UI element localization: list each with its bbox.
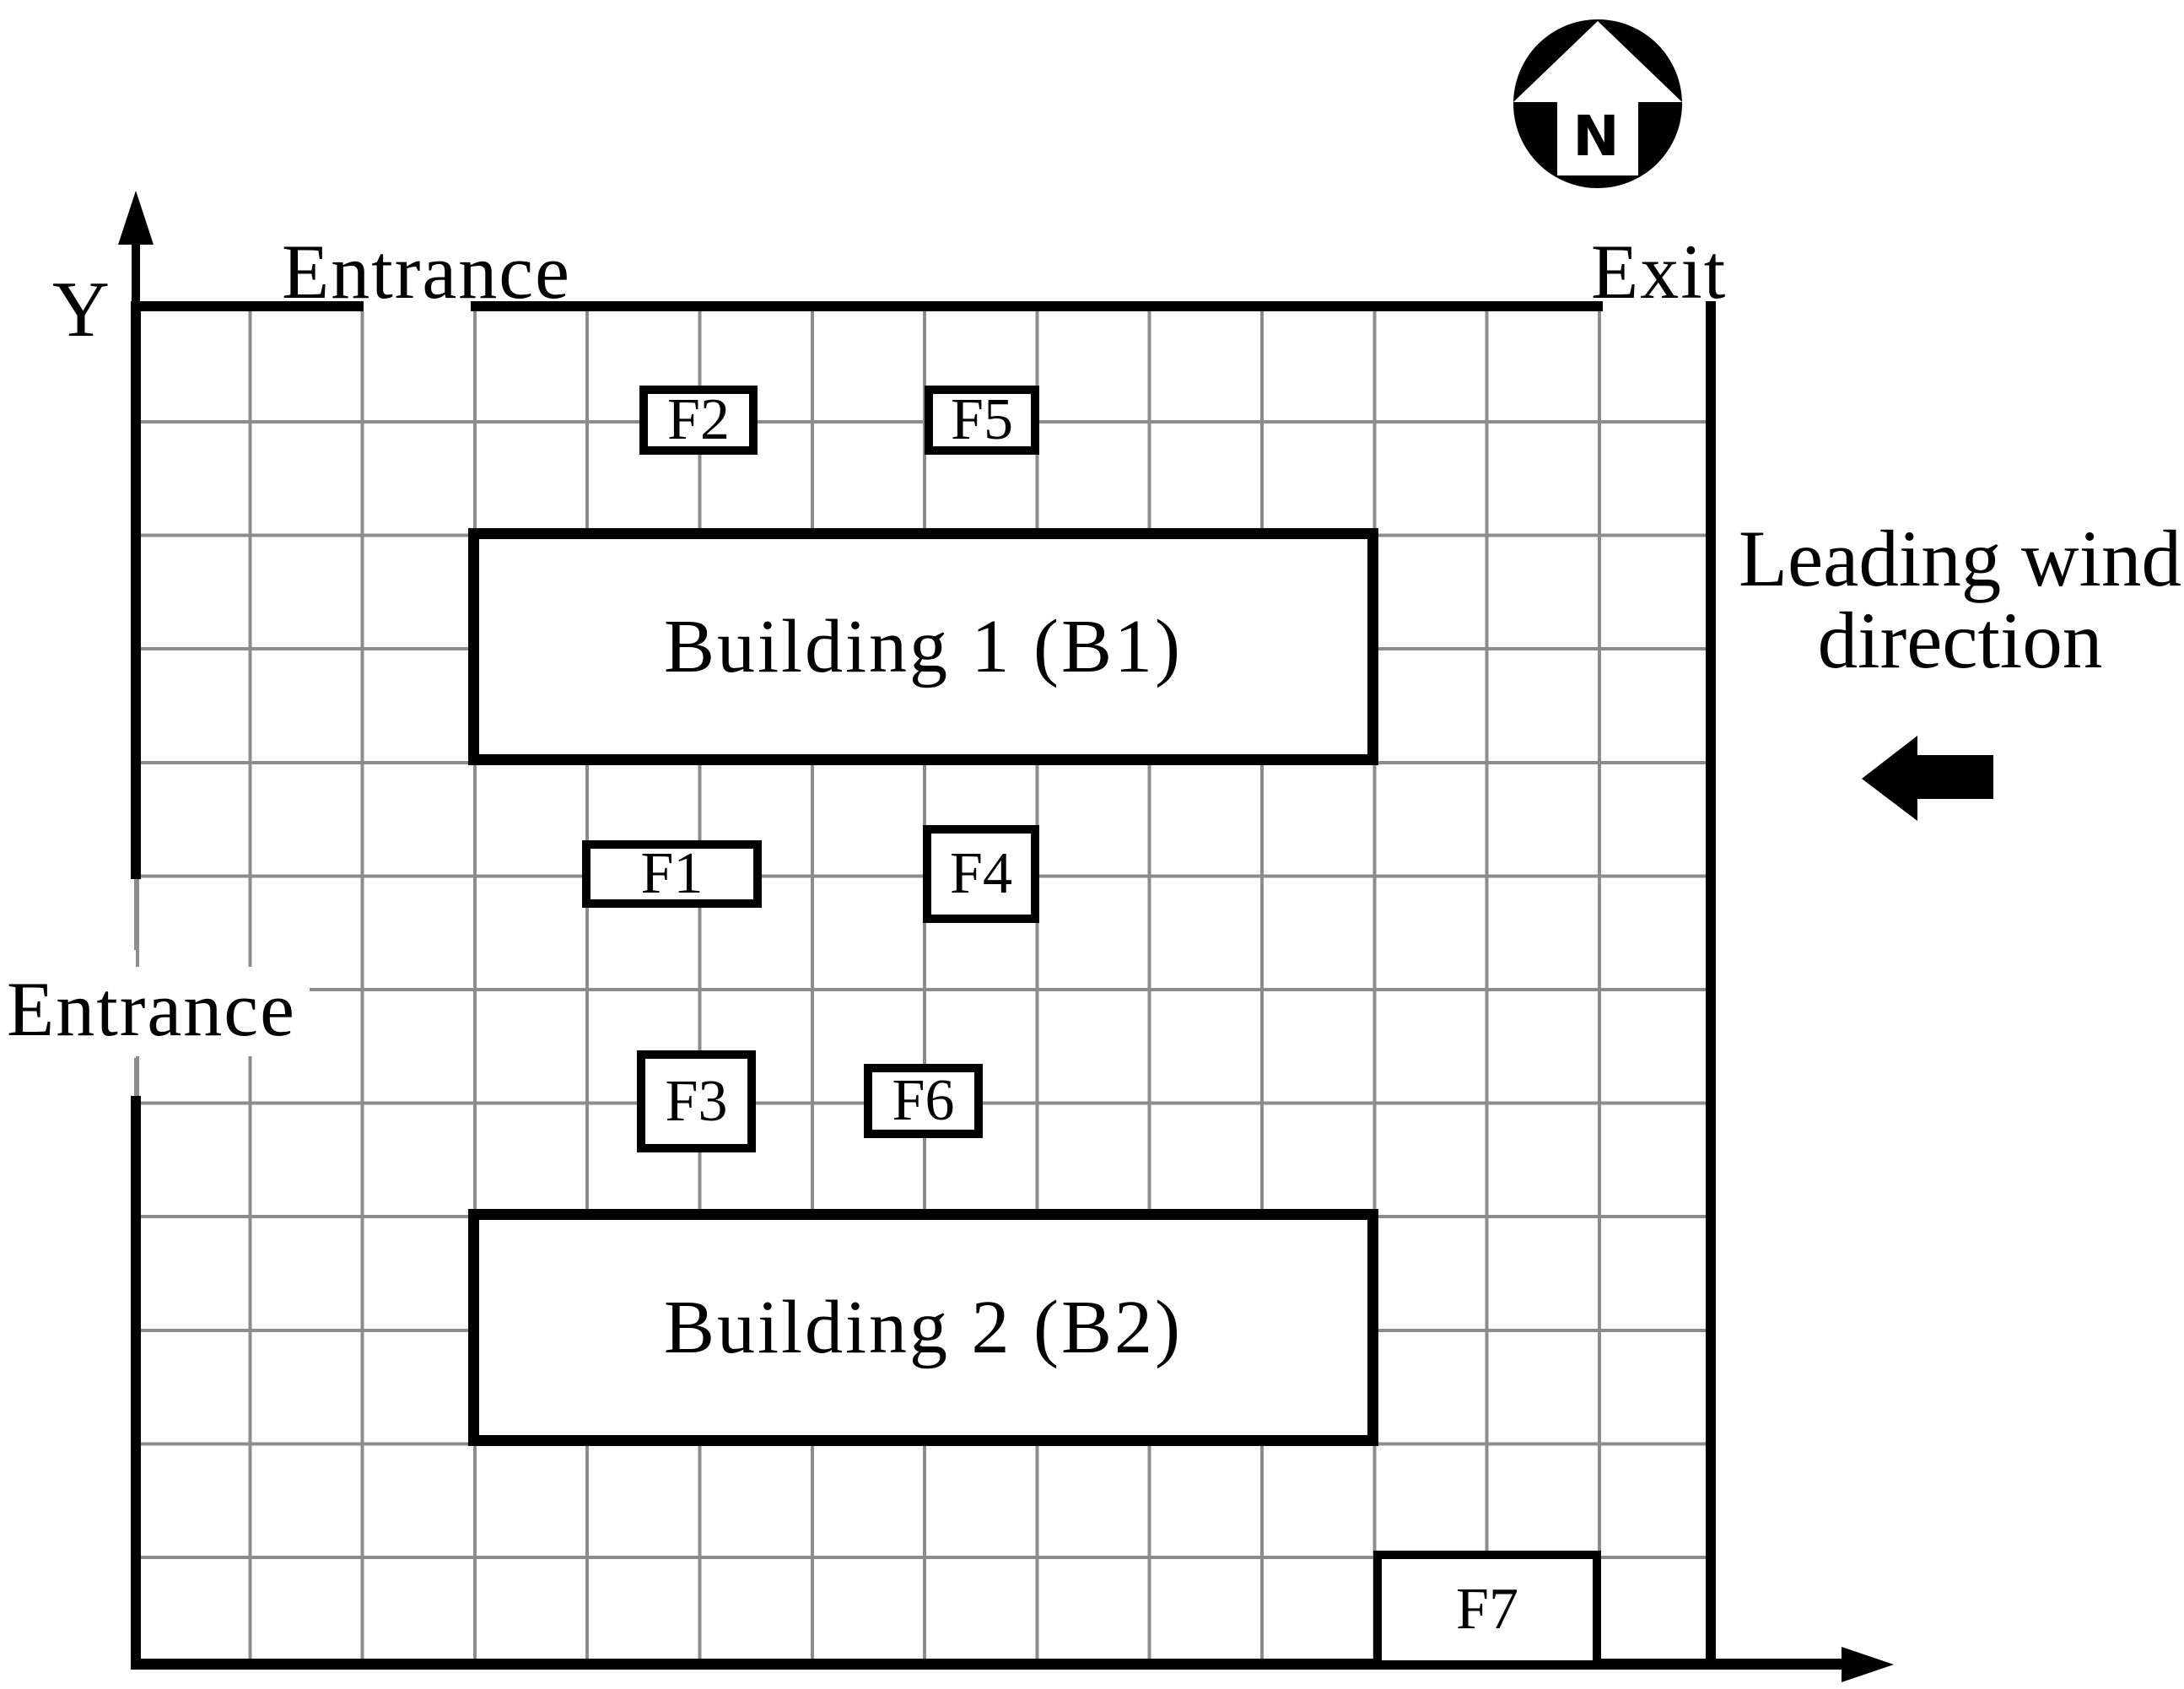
wind-direction-label-line1: Leading wind	[1738, 514, 2181, 603]
compass-north-label: N	[1572, 104, 1619, 169]
y-axis-arrowhead-icon	[118, 191, 154, 245]
building-1: Building 1 (B1)	[468, 528, 1378, 765]
entrance-top-label: Entrance	[282, 229, 571, 315]
building-2: Building 2 (B2)	[468, 1209, 1378, 1446]
building-1-label: Building 1 (B1)	[663, 605, 1183, 688]
compass-north-arrow	[1513, 21, 1682, 175]
left-entrance-gap-gridline-lower	[134, 1058, 138, 1096]
fire-source-f4-box: F4	[923, 825, 1039, 923]
wind-direction-label: Leading wind direction	[1736, 518, 2184, 682]
top-wall-left-segment	[131, 301, 364, 311]
top-wall-main-segment	[471, 301, 1603, 311]
fire-source-f7-box: F7	[1373, 1551, 1601, 1669]
fire-source-f2-box: F2	[639, 386, 758, 455]
fire-source-f6-label: F6	[892, 1068, 955, 1133]
fire-source-f3-label: F3	[665, 1068, 728, 1134]
fire-source-f5-box: F5	[925, 386, 1039, 455]
fire-source-f1-label: F1	[640, 841, 704, 906]
site-grid	[136, 311, 1711, 1669]
fire-source-f1-box: F1	[582, 840, 762, 908]
wind-direction-arrow-icon	[1862, 736, 1993, 821]
exit-label: Exit	[1591, 229, 1728, 315]
right-wall	[1706, 301, 1716, 1669]
fire-source-f3-box: F3	[637, 1050, 756, 1152]
y-axis-label: Y	[52, 266, 110, 353]
fire-source-f6-box: F6	[864, 1064, 983, 1138]
north-compass-icon: N	[1513, 19, 1682, 188]
left-wall-upper-segment	[131, 301, 141, 879]
entrance-left-label: Entrance	[7, 967, 310, 1056]
x-axis-arrowhead-icon	[1842, 1646, 1894, 1682]
y-axis-line	[132, 243, 140, 314]
left-wall-lower-segment	[131, 1096, 141, 1669]
wind-direction-label-line2: direction	[1817, 595, 2103, 685]
building-2-label: Building 2 (B2)	[663, 1286, 1183, 1369]
fire-source-f4-label: F4	[950, 841, 1012, 906]
fire-source-f2-label: F2	[667, 387, 730, 452]
left-entrance-gap-gridline-upper	[134, 879, 138, 950]
fire-source-f7-label: F7	[1456, 1577, 1518, 1642]
fire-source-f5-label: F5	[951, 387, 1013, 452]
